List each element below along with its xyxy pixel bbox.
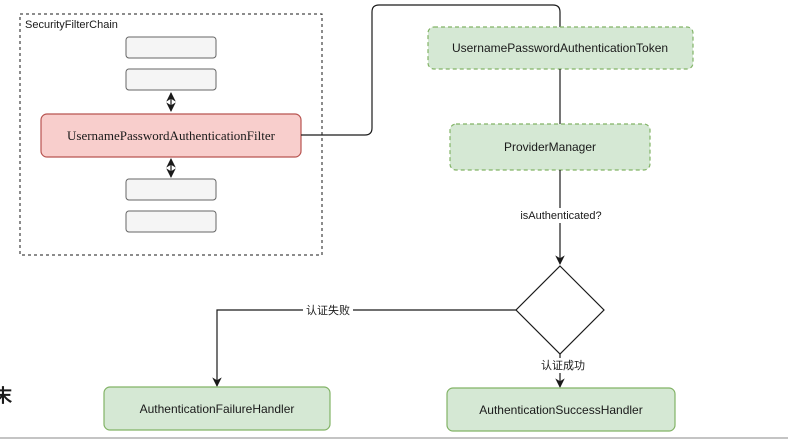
success-label: 认证成功 <box>541 359 585 372</box>
cropped-left-glyph: 末 <box>0 385 13 407</box>
failure-label: 认证失败 <box>306 303 350 317</box>
is-authenticated-label-bg <box>514 208 608 223</box>
security-filter-chain-label: SecurityFilterChain <box>25 19 118 31</box>
success-label-bg <box>538 358 588 373</box>
authentication-success-handler-box <box>446 387 676 432</box>
filter-to-token-connector <box>301 4 561 136</box>
failure-label-bg <box>303 302 353 318</box>
username-password-authentication-filter-label: UsernamePasswordAuthenticationFilter <box>67 128 276 143</box>
is-authenticated-label: isAuthenticated? <box>520 210 601 222</box>
authentication-success-handler-label: AuthenticationSuccessHandler <box>479 403 642 417</box>
authentication-failure-handler-box <box>103 386 331 431</box>
failure-branch-arrow <box>212 309 516 387</box>
filter-slot-2 <box>125 68 217 91</box>
provider-manager-box <box>449 123 651 171</box>
filter-slot-4 <box>125 210 217 233</box>
authentication-failure-handler-label: AuthenticationFailureHandler <box>140 402 295 416</box>
security-filter-chain-group: SecurityFilterChain UsernamePasswordAuth… <box>19 13 323 256</box>
provider-manager-label: ProviderManager <box>504 140 596 154</box>
filter-slot-1 <box>125 36 217 59</box>
username-password-authentication-token-label: UsernamePasswordAuthenticationToken <box>452 41 668 55</box>
decision-diamond <box>515 265 605 355</box>
filter-slot-3 <box>125 178 217 201</box>
